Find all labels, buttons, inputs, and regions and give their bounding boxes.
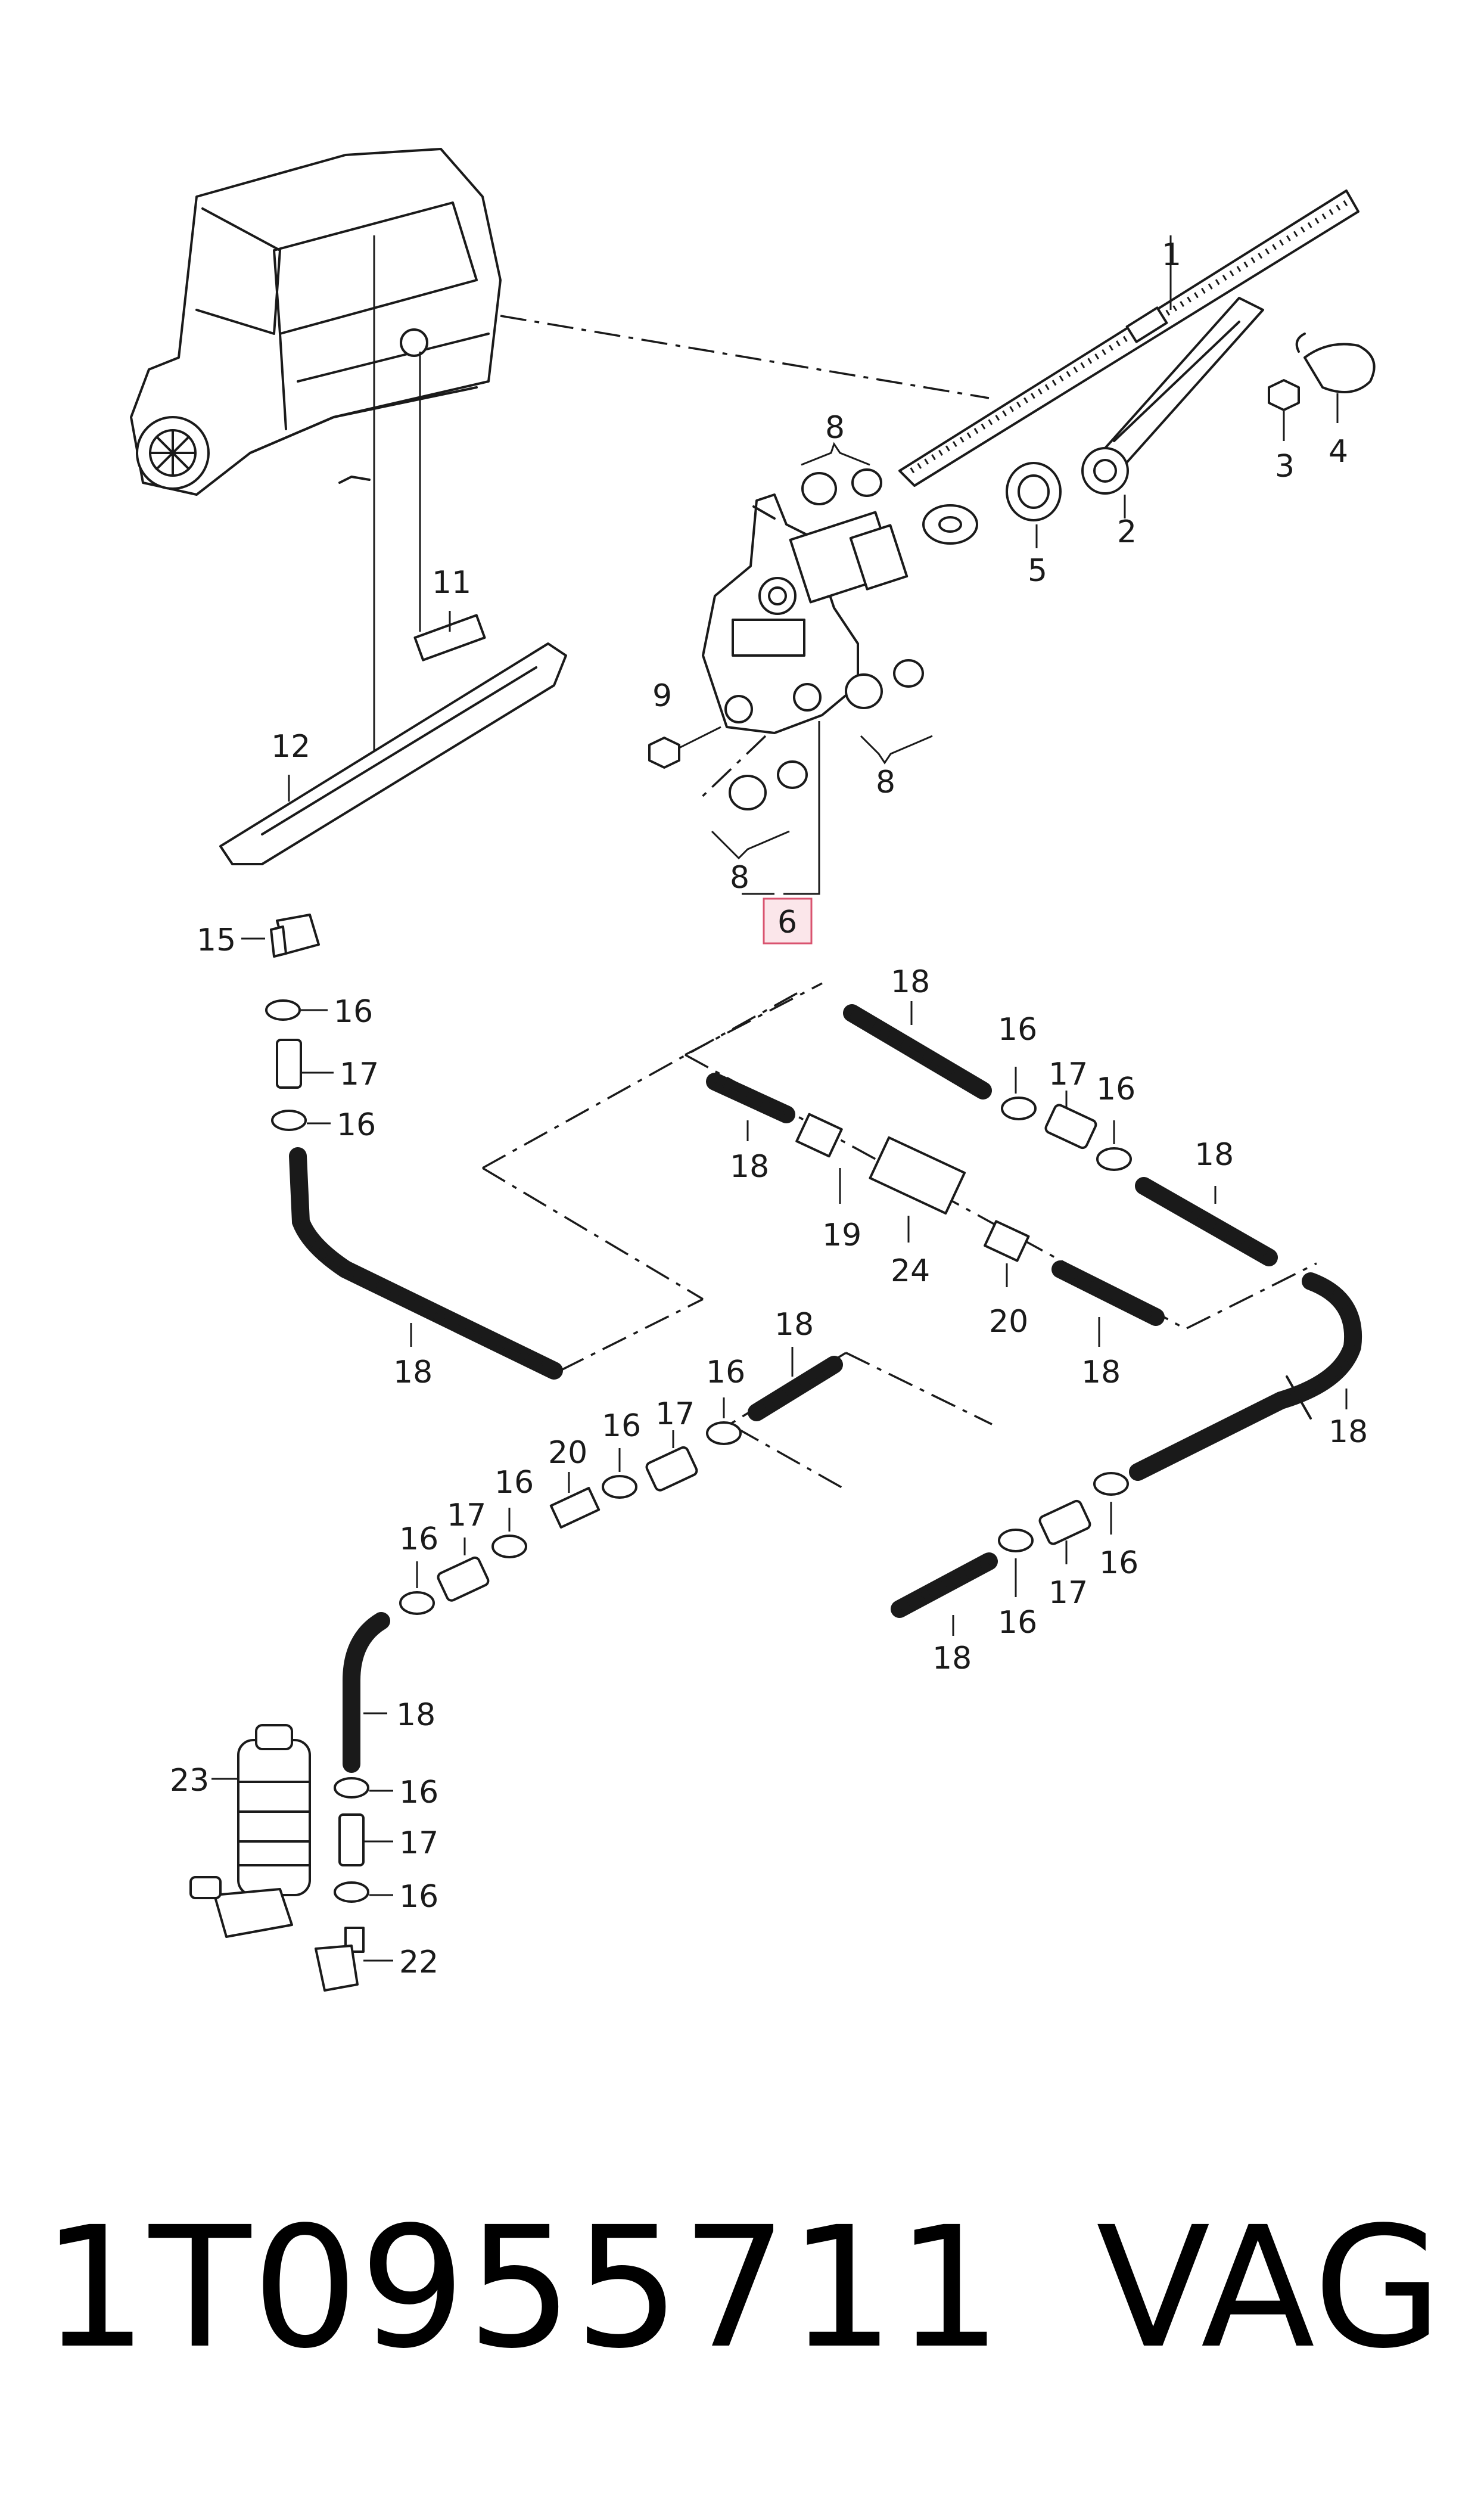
- callout-18: 18: [774, 1307, 814, 1343]
- callout-17: 17: [1049, 1057, 1088, 1092]
- seal-parts: [922, 462, 1062, 548]
- callout-5: 5: [1028, 553, 1047, 589]
- callout-16: 16: [399, 1879, 438, 1915]
- center-connector-group: [706, 1073, 1165, 1347]
- washer-nozzle-part: [241, 914, 320, 958]
- callout-22: 22: [399, 1945, 438, 1980]
- callout-2: 2: [1117, 514, 1137, 550]
- callout-17: 17: [447, 1498, 486, 1533]
- part-number-label: 1T0955711: [42, 2191, 1004, 2386]
- callout-16: 16: [602, 1408, 641, 1444]
- callout-labels: 1 2 3 4 5 6 8 8 8 9 11 12 15 16 17 16 18…: [170, 237, 1368, 1980]
- callout-16: 16: [1099, 1545, 1138, 1581]
- hose-clamps-left: [265, 999, 334, 1131]
- callout-8: 8: [730, 860, 749, 896]
- callout-16: 16: [334, 994, 373, 1030]
- callout-18: 18: [891, 964, 930, 1000]
- callout-6: 6: [777, 905, 797, 940]
- dashed-guide: [727, 1352, 993, 1491]
- callout-8: 8: [876, 765, 895, 800]
- rubber-mount-parts: [711, 442, 933, 860]
- leader-line: [742, 721, 820, 895]
- callout-1: 1: [1162, 237, 1181, 273]
- wiper-blade-part: [898, 190, 1359, 487]
- callout-17: 17: [1049, 1575, 1088, 1611]
- hose-segment: [289, 1147, 563, 1380]
- hose-segment: [343, 1612, 390, 1773]
- highlighted-callout-box: [763, 897, 813, 945]
- callout-16: 16: [998, 1012, 1037, 1048]
- callout-16: 16: [337, 1107, 376, 1143]
- callout-19: 19: [822, 1217, 861, 1253]
- callout-17: 17: [340, 1057, 379, 1092]
- brand-label: VAG: [1096, 2191, 1444, 2386]
- callout-18: 18: [1329, 1414, 1368, 1450]
- callout-18: 18: [1081, 1355, 1121, 1390]
- callout-20: 20: [989, 1304, 1028, 1340]
- washer-pump-part: [189, 1724, 311, 1938]
- callout-17: 17: [655, 1396, 695, 1432]
- wiper-motor-part: [702, 493, 909, 734]
- dashed-guide: [685, 982, 1317, 1330]
- callout-18: 18: [730, 1149, 769, 1185]
- nut-and-cap-parts: [1268, 333, 1376, 441]
- callout-18: 18: [393, 1355, 433, 1390]
- callout-3: 3: [1275, 449, 1295, 484]
- callout-15: 15: [197, 923, 236, 958]
- callout-16: 16: [399, 1521, 438, 1557]
- lower-right-hose-chain: [891, 1472, 1129, 1636]
- nut-9-part: [648, 726, 721, 769]
- callout-18: 18: [396, 1697, 435, 1733]
- dashed-guide: [500, 315, 990, 399]
- callout-16: 16: [998, 1605, 1037, 1641]
- callout-8: 8: [825, 410, 845, 446]
- dashed-guide: [696, 735, 767, 803]
- callout-16: 16: [706, 1355, 745, 1390]
- callout-16: 16: [494, 1465, 534, 1501]
- hose-segment: [1129, 1272, 1362, 1481]
- callout-4: 4: [1329, 434, 1348, 470]
- pump-clamps-column: [315, 1777, 393, 1992]
- callout-16: 16: [1096, 1071, 1135, 1107]
- callout-18: 18: [932, 1641, 972, 1676]
- third-brake-light-part: [219, 611, 567, 865]
- callout-12: 12: [271, 729, 310, 765]
- vehicle-rear-illustration: [130, 148, 502, 496]
- callout-17: 17: [399, 1825, 438, 1861]
- callout-23: 23: [170, 1763, 209, 1799]
- wiper-arm-part: [1081, 297, 1264, 518]
- upper-right-hose-chain: [843, 1001, 1278, 1266]
- callout-16: 16: [399, 1775, 438, 1810]
- callout-18: 18: [1194, 1137, 1234, 1173]
- callout-20: 20: [548, 1435, 587, 1471]
- callout-11: 11: [432, 565, 471, 601]
- dashed-guide: [482, 988, 805, 1372]
- lower-left-hose-chain: [399, 1347, 843, 1615]
- callout-24: 24: [891, 1253, 930, 1289]
- callout-9: 9: [652, 678, 672, 714]
